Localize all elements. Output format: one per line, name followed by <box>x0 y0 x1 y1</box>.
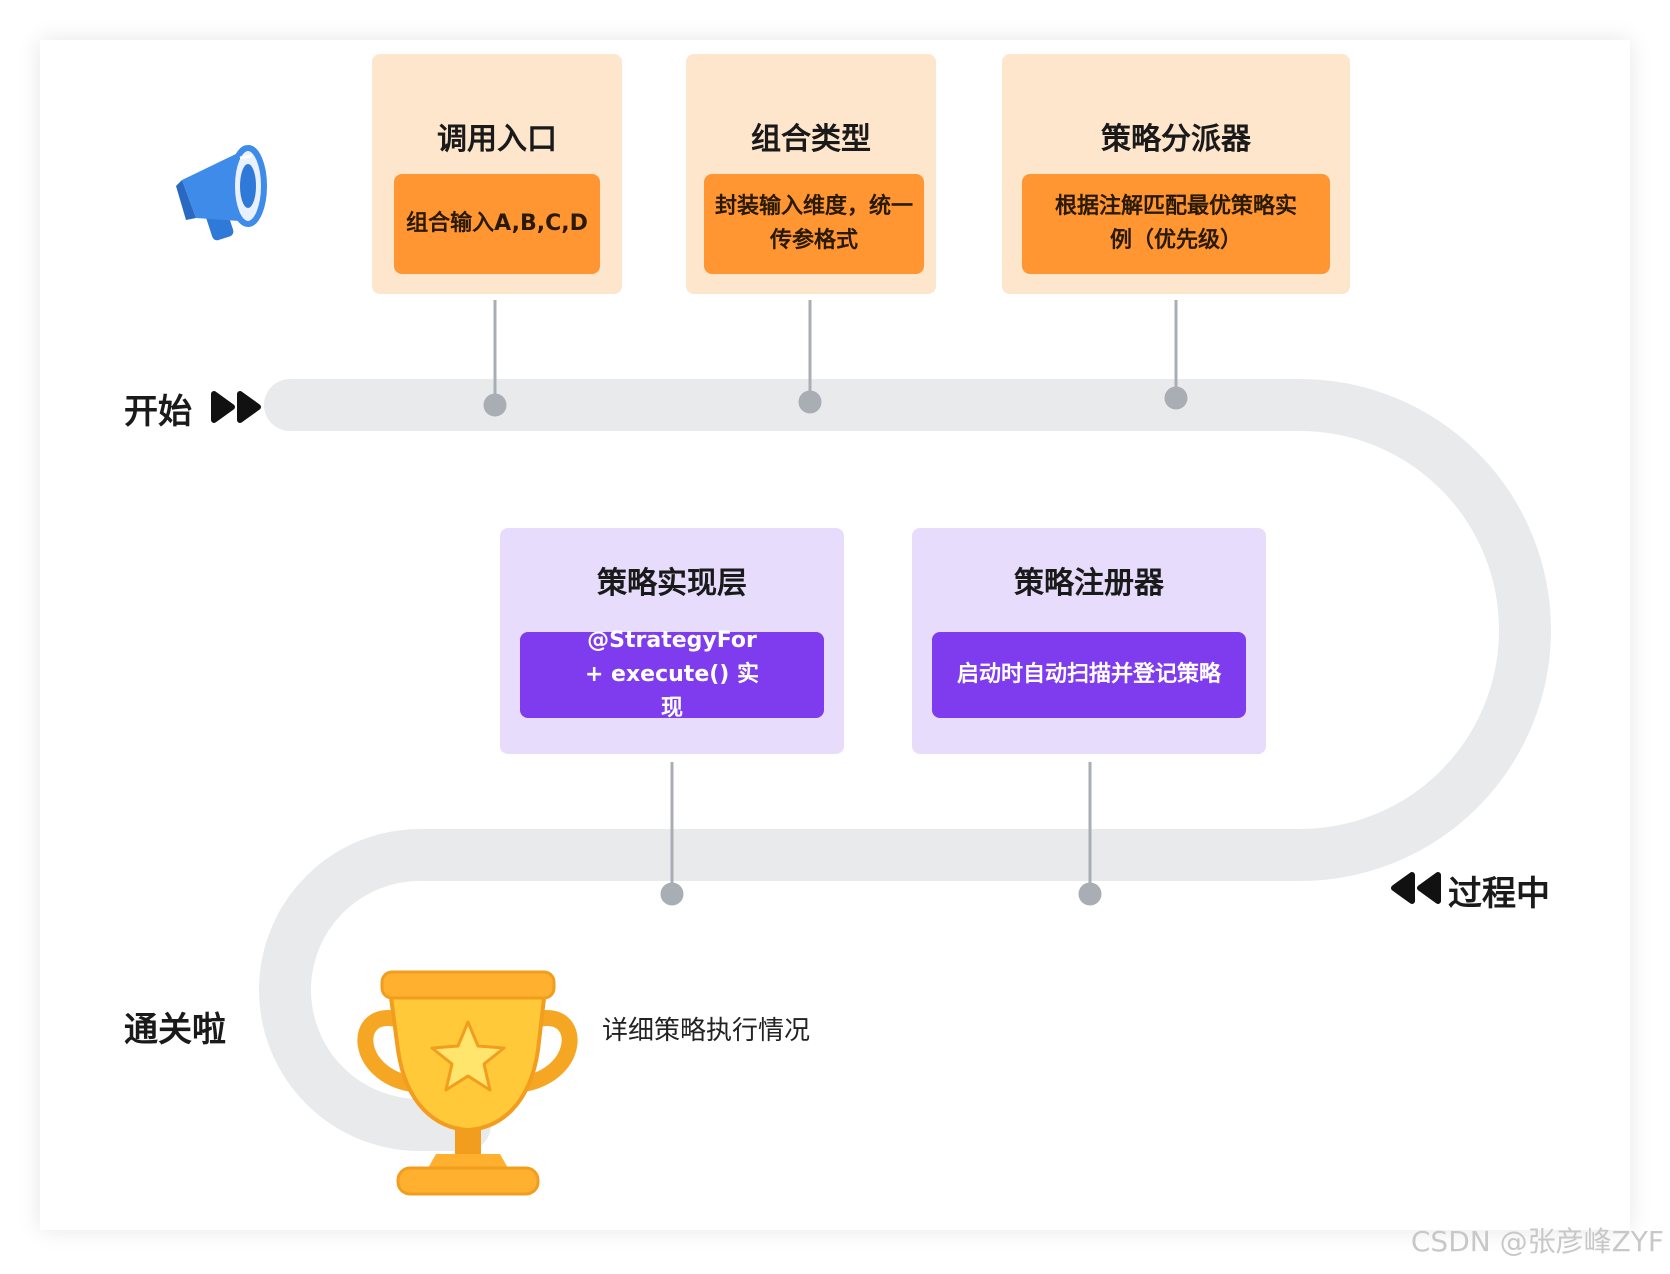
rewind-icon <box>1391 872 1441 904</box>
fast-forward-icon <box>211 391 261 423</box>
step-desc-5: 启动时自动扫描并登记策略 <box>932 632 1246 718</box>
step-title-5: 策略注册器 <box>1014 566 1164 601</box>
timeline-track <box>259 379 1551 1151</box>
step-box-5: 策略注册器 启动时自动扫描并登记策略 <box>912 528 1266 754</box>
finish-label: 通关啦 <box>124 1010 226 1050</box>
step-box-3: 策略分派器 根据注解匹配最优策略实例（优先级） <box>1002 54 1350 294</box>
connector-4 <box>660 762 684 906</box>
connector-2 <box>798 300 822 414</box>
trophy-icon <box>357 970 578 1196</box>
step-title-2: 组合类型 <box>751 122 871 157</box>
step-title-4: 策略实现层 <box>597 566 747 601</box>
step-desc-4: @StrategyFor + execute() 实现 <box>520 628 824 721</box>
step-box-2: 组合类型 封装输入维度，统一传参格式 <box>686 54 936 294</box>
step-desc-3: 根据注解匹配最优策略实例（优先级） <box>1022 174 1330 274</box>
connector-1 <box>483 300 507 417</box>
step-desc-2: 封装输入维度，统一传参格式 <box>704 174 924 274</box>
step-title-3: 策略分派器 <box>1101 122 1251 157</box>
connector-5 <box>1078 762 1102 906</box>
connector-3 <box>1164 300 1188 410</box>
detail-text: 详细策略执行情况 <box>602 1016 811 1046</box>
process-label: 过程中 <box>1448 874 1550 914</box>
watermark: CSDN @张彦峰ZYF <box>1410 1225 1664 1258</box>
megaphone-icon <box>176 145 267 241</box>
step-title-1: 调用入口 <box>437 122 557 157</box>
step-box-4: 策略实现层 @StrategyFor + execute() 实现 <box>500 528 844 754</box>
step-box-1: 调用入口 组合输入A,B,C,D <box>372 54 622 294</box>
step-desc-1: 组合输入A,B,C,D <box>394 174 600 274</box>
start-label: 开始 <box>124 392 192 432</box>
